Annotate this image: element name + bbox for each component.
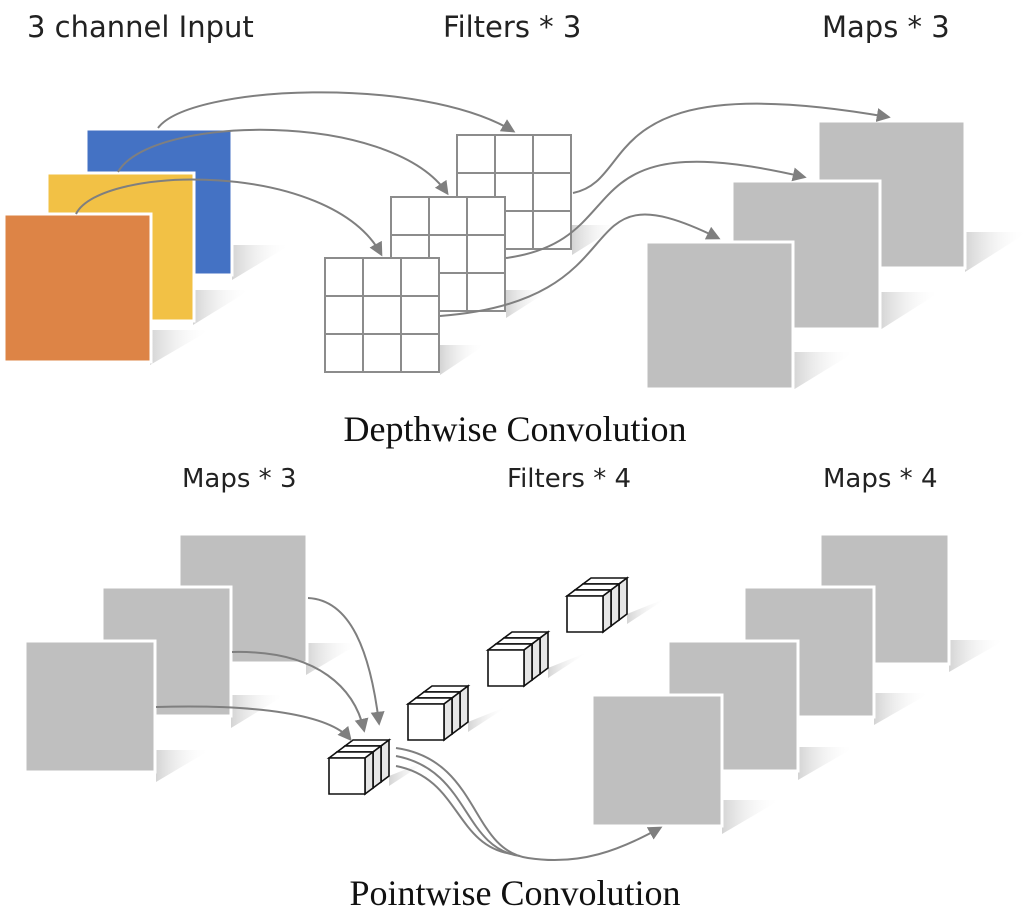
- filter-shadow: [548, 652, 588, 678]
- filter-shadow: [440, 345, 485, 375]
- arrow-map2-to-cube: [231, 650, 369, 733]
- cube-side-face: [602, 588, 612, 634]
- pointwise-filters-label: Filters * 4: [507, 464, 632, 494]
- cube-front-face: [328, 757, 366, 795]
- map-shadow: [306, 643, 360, 675]
- pointwise-filter-2: [405, 684, 508, 742]
- pointwise-output-map-4: [590, 693, 724, 828]
- cube-side-face: [380, 738, 390, 784]
- cube-side-face: [618, 576, 628, 622]
- depthwise-filters: [324, 134, 620, 375]
- arrow-filter-to-map-2: [505, 160, 807, 259]
- map-shadow: [949, 640, 1005, 672]
- cube-side-face: [610, 582, 620, 628]
- arrow-cube-to-output-3: [395, 765, 513, 855]
- channel-shadow: [193, 290, 250, 325]
- channel-shadow: [232, 245, 290, 280]
- depthwise-arrows: [75, 91, 891, 317]
- pointwise-input-map-3: [23, 639, 157, 774]
- pointwise-caption: Pointwise Convolution: [349, 873, 681, 913]
- input-label: 3 channel Input: [27, 10, 254, 44]
- arrow-map1-to-cube: [307, 597, 385, 726]
- depthwise-filter-front: [324, 257, 485, 375]
- cube-side-face: [523, 642, 533, 688]
- pointwise-filter-4: [564, 576, 667, 634]
- map-shadow: [231, 695, 285, 728]
- cube-side-face: [451, 690, 461, 736]
- pointwise-maps-out-label: Maps * 4: [823, 464, 938, 494]
- pointwise-maps-in-label: Maps * 3: [182, 464, 297, 494]
- map-shadow: [156, 750, 210, 782]
- cube-front-face: [566, 595, 604, 633]
- depthwise-filters-label: Filters * 3: [443, 10, 582, 44]
- pointwise-input-maps: [23, 532, 360, 782]
- filter-shadow: [389, 760, 429, 786]
- cube-front-face: [487, 649, 525, 687]
- input-channels: [2, 127, 290, 365]
- arrow-blue-to-filter: [157, 91, 516, 133]
- input-channel-orange: [2, 212, 153, 364]
- arrow-yellow-to-filter: [117, 128, 449, 196]
- cube-front-face: [407, 703, 445, 741]
- cube-side-face: [372, 744, 382, 790]
- pointwise-filter-1: [326, 738, 429, 796]
- cube-side-face: [531, 636, 541, 682]
- map-shadow: [880, 292, 940, 330]
- filter-shadow: [506, 290, 550, 318]
- depthwise-maps-label: Maps * 3: [822, 10, 950, 44]
- arrow-filter-to-map-3: [439, 213, 721, 317]
- arrow-filter-to-map-1: [572, 102, 891, 194]
- cube-side-face: [459, 684, 469, 730]
- cube-side-face: [364, 750, 374, 796]
- cube-side-face: [539, 630, 549, 676]
- arrow-orange-to-filter: [75, 178, 383, 257]
- filter-shadow: [468, 706, 508, 732]
- filter-shadow: [572, 225, 620, 255]
- map-shadow: [798, 747, 855, 780]
- pointwise-output-maps: [590, 532, 1005, 834]
- output-map-3: [644, 240, 795, 391]
- map-shadow: [722, 800, 780, 834]
- filter-shadow: [627, 598, 667, 624]
- channel-shadow: [150, 330, 210, 365]
- map-shadow: [965, 232, 1028, 272]
- pointwise-arrows: [155, 597, 663, 862]
- arrow-cube-to-output-2: [395, 755, 521, 857]
- depthwise-caption: Depthwise Convolution: [343, 409, 687, 449]
- pointwise-filters: [326, 576, 667, 796]
- pointwise-filter-3: [485, 630, 588, 688]
- map-shadow: [793, 352, 855, 390]
- map-shadow: [874, 693, 930, 725]
- arrow-map3-to-cube: [155, 705, 352, 742]
- cube-side-face: [443, 696, 453, 742]
- depthwise-output-maps: [644, 119, 1028, 391]
